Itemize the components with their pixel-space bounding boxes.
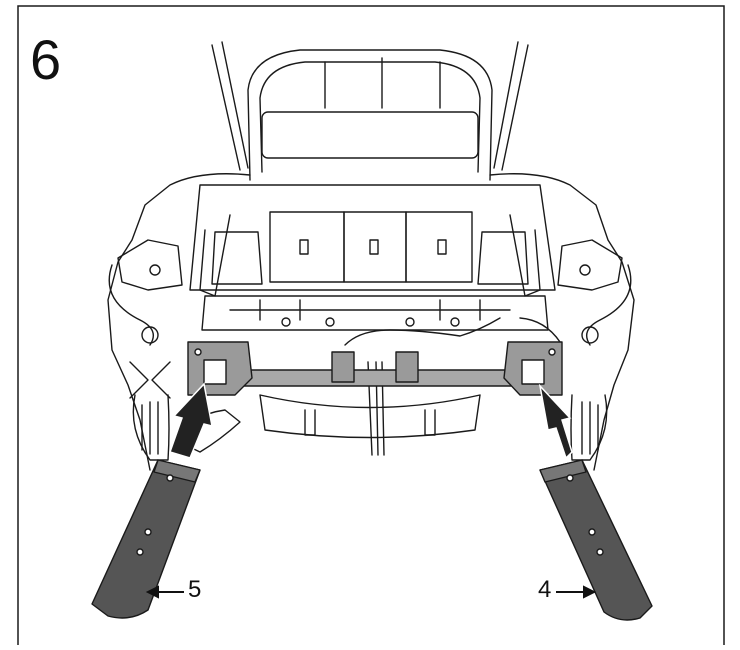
crossmember-bolt-2 — [325, 317, 335, 327]
right-wheel — [570, 394, 608, 461]
left-lamp-bolt — [149, 264, 161, 276]
step-number: 6 — [30, 28, 62, 91]
cargo-panel-left — [269, 211, 345, 283]
left-wheel-ribs — [141, 401, 159, 455]
rail-5-hole-2 — [144, 528, 152, 536]
insert-arrow-right — [538, 383, 573, 460]
rail-5-edge — [153, 459, 201, 483]
left-mount-socket — [203, 359, 227, 385]
crossmember-detail — [229, 299, 511, 321]
crossmember-bolt-3 — [405, 317, 415, 327]
wiring-harness-right — [586, 264, 632, 346]
right-lamp-bolt — [579, 264, 591, 276]
callout-4-arrowhead — [583, 585, 597, 599]
underbody-brackets — [304, 409, 436, 436]
rail-4-edge — [539, 459, 587, 483]
body-right — [489, 173, 635, 471]
callout-5-arrowhead — [145, 585, 159, 599]
wiring-harness-left — [108, 264, 154, 346]
rail-4-hole-2 — [588, 528, 596, 536]
tailgate-inner — [259, 61, 481, 173]
cargo-opening — [189, 184, 556, 291]
callout-label-4: 4 — [538, 576, 552, 603]
left-jack-point — [129, 361, 171, 399]
body-inner-right — [509, 214, 541, 297]
cargo-panel-right — [405, 211, 473, 283]
tailgate — [247, 49, 493, 181]
left-strut — [211, 41, 249, 171]
towbar-crossbeam — [224, 369, 526, 387]
towbar-center-bracket-left — [331, 351, 355, 383]
left-grommet — [141, 326, 159, 344]
right-grommet — [581, 326, 599, 344]
cargo-side-right — [477, 231, 529, 285]
cargo-latches — [299, 239, 447, 255]
tailgate-window — [261, 111, 479, 159]
towbar-center-bracket-right — [395, 351, 419, 383]
insert-arrow-left — [169, 382, 213, 459]
right-mount-socket — [521, 359, 545, 385]
wiring-center — [344, 317, 561, 346]
right-mount-bolt — [548, 348, 556, 356]
rail-5 — [91, 459, 201, 619]
cargo-panel-mid — [343, 211, 407, 283]
tailgate-ribs — [324, 57, 441, 109]
underbody — [259, 394, 481, 439]
upper-crossmember — [201, 295, 549, 331]
crossmember-bolt-1 — [281, 317, 291, 327]
left-lamp-bracket — [117, 239, 183, 291]
left-wheel — [132, 394, 170, 461]
callout-label-5: 5 — [188, 576, 202, 603]
right-strut — [493, 41, 529, 171]
right-wheel-ribs — [581, 401, 599, 455]
cargo-side-left — [211, 231, 263, 285]
body-left — [107, 173, 251, 471]
left-mount-bolt — [194, 348, 202, 356]
crossmember-bolt-4 — [450, 317, 460, 327]
rail-5-hole-1 — [166, 474, 174, 482]
rail-4 — [539, 459, 653, 621]
rail-4-hole-3 — [596, 548, 604, 556]
rail-5-hole-3 — [136, 548, 144, 556]
body-inner-left — [199, 214, 231, 297]
right-lamp-bracket — [557, 239, 623, 291]
rail-4-hole-1 — [566, 474, 574, 482]
diagram-border — [17, 5, 725, 645]
